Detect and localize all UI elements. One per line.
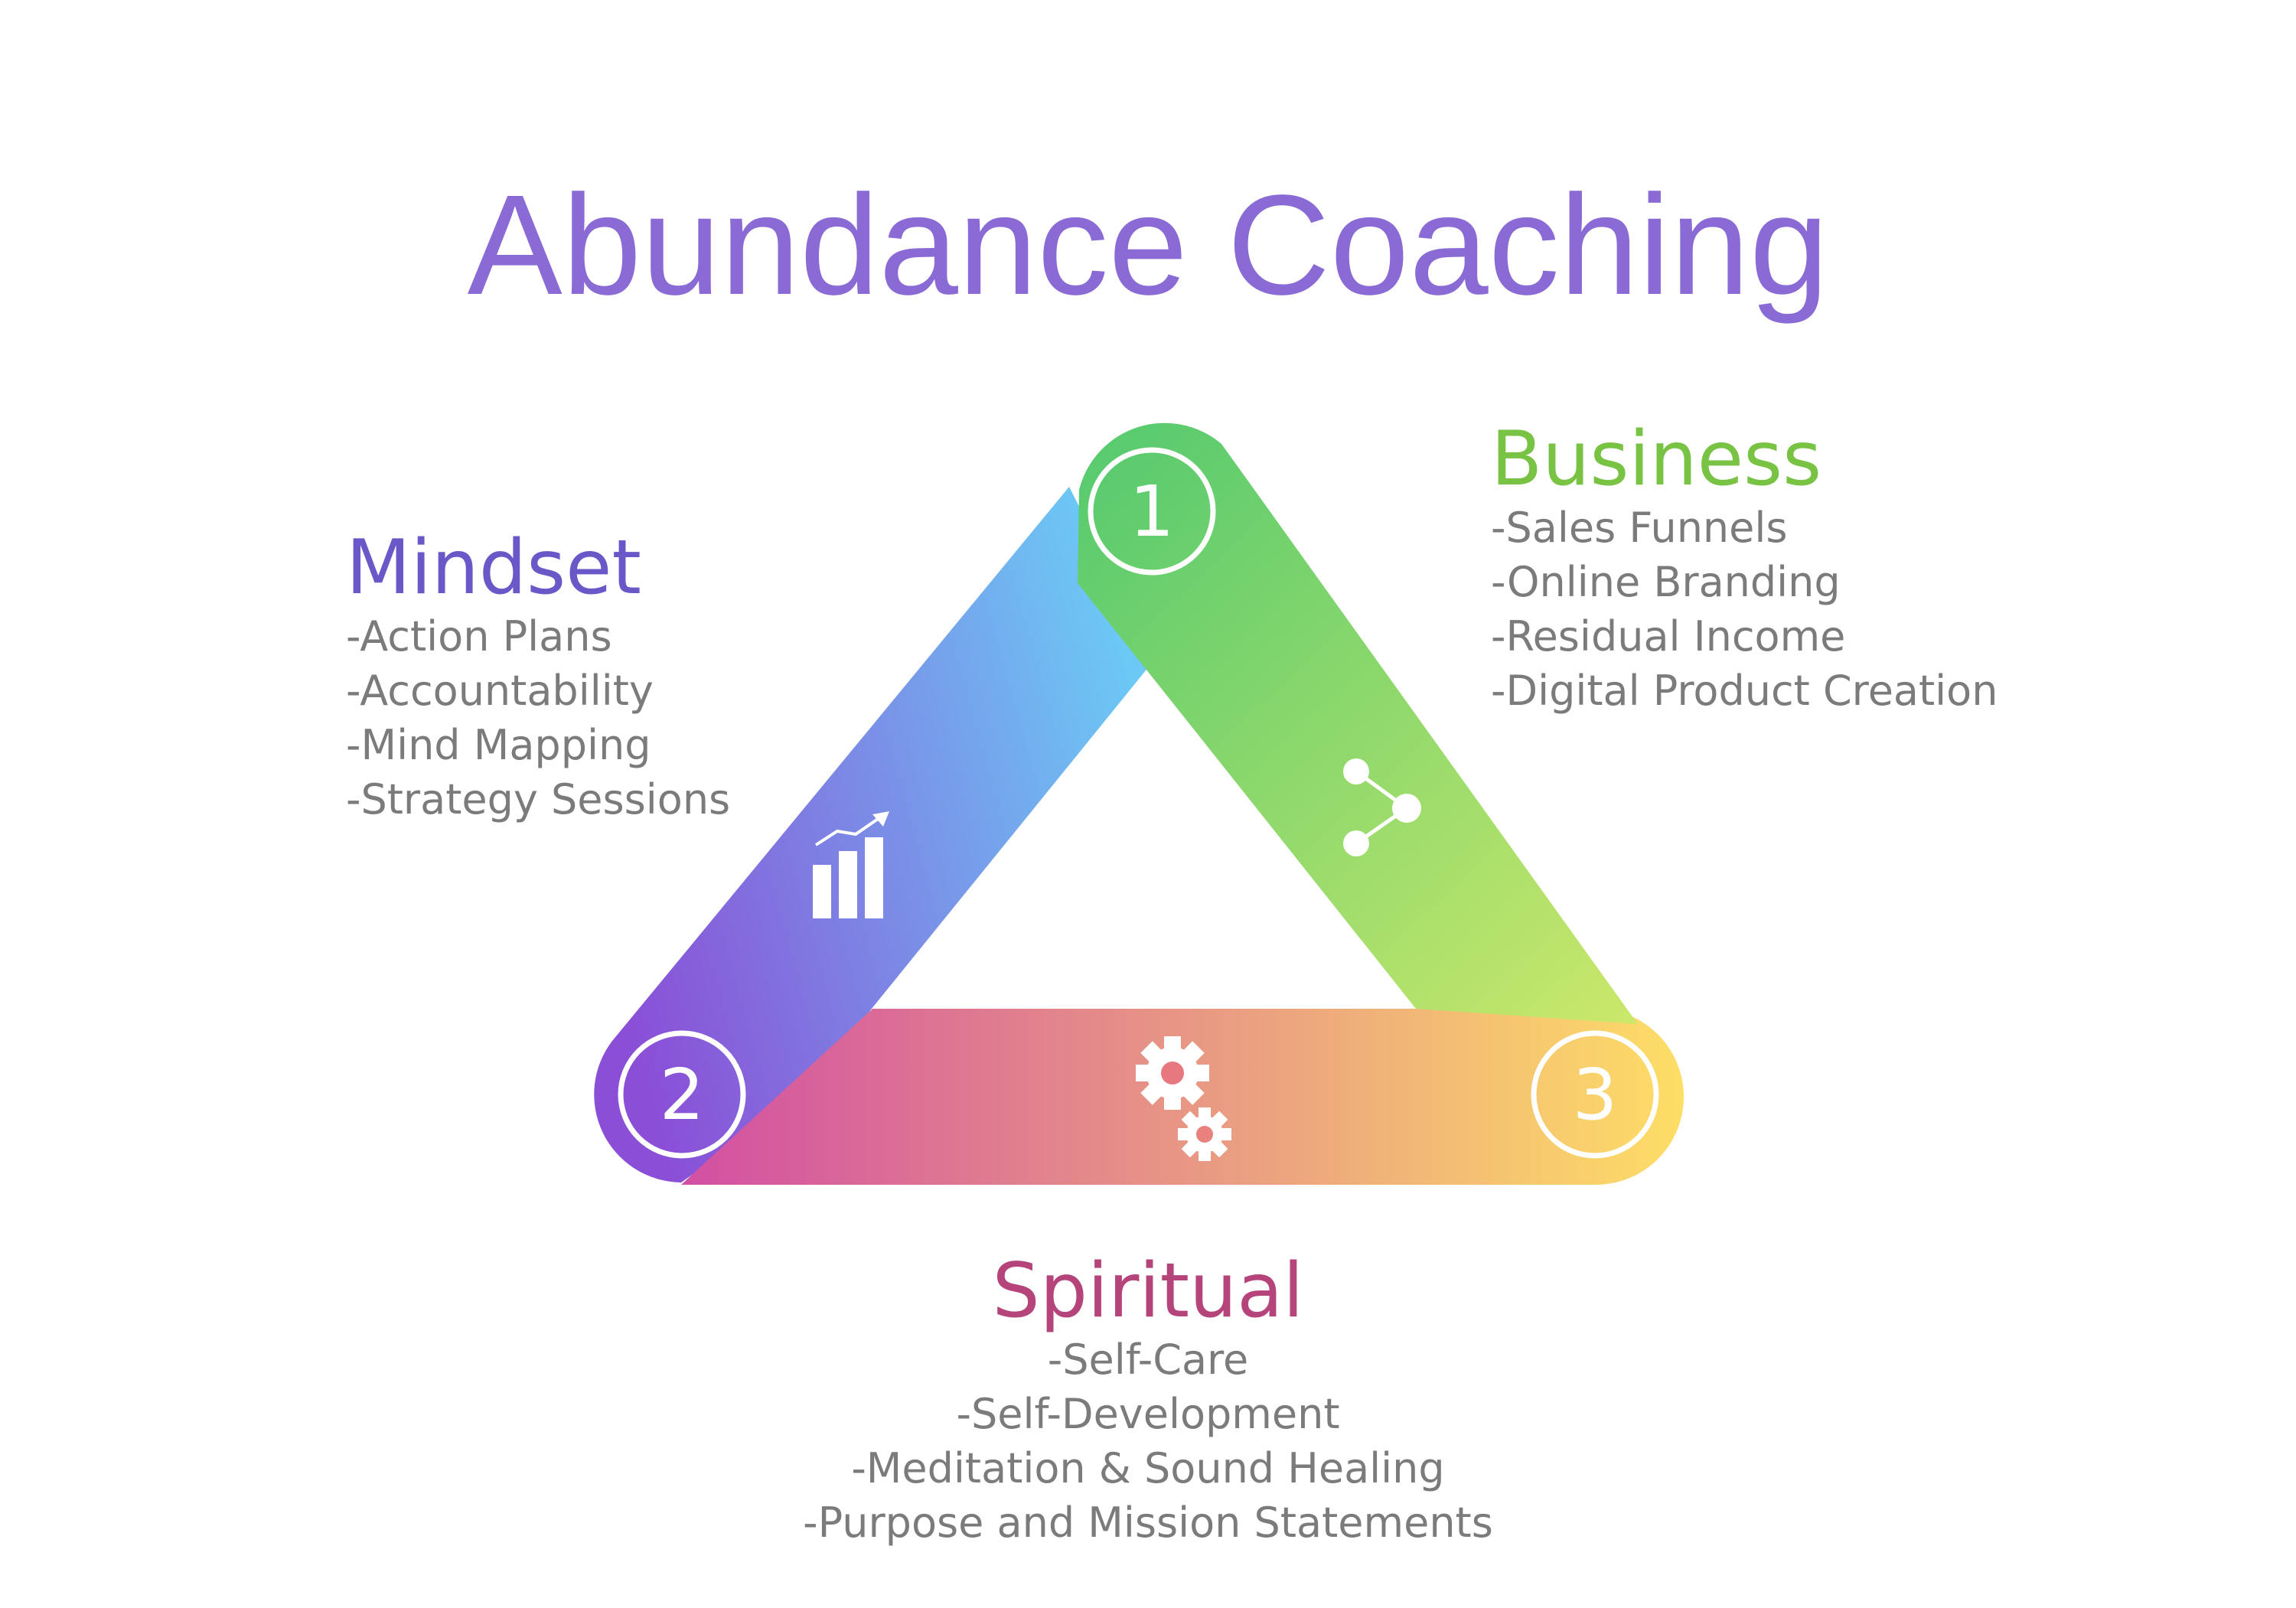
business-band <box>1078 422 1638 1024</box>
list-item: -Meditation & Sound Healing <box>851 1443 1445 1492</box>
list-item: -Sales Funnels <box>1491 503 1788 552</box>
list-item: -Online Branding <box>1491 557 1841 606</box>
node-3-number: 3 <box>1573 1054 1618 1136</box>
node-1-number: 1 <box>1130 471 1175 553</box>
node-1-ring <box>1088 447 1216 576</box>
node-3: 3 <box>1531 1030 1659 1159</box>
list-item: -Strategy Sessions <box>346 775 731 824</box>
page-title: Abundance Coaching <box>467 166 1829 325</box>
node-3-ring <box>1531 1030 1659 1159</box>
list-item: -Mind Mapping <box>346 720 651 769</box>
node-2: 2 <box>618 1030 746 1159</box>
mindset-items: -Action Plans -Accountability -Mind Mapp… <box>346 609 730 827</box>
mindset-band <box>594 487 1156 1182</box>
mindset-heading: Mindset <box>346 524 641 612</box>
business-section: Business -Sales Funnels -Online Branding… <box>1491 419 1998 718</box>
node-1: 1 <box>1088 447 1216 576</box>
list-item: -Purpose and Mission Statements <box>803 1498 1493 1547</box>
growth-chart-icon <box>813 811 889 918</box>
list-item: -Self-Development <box>956 1389 1340 1438</box>
list-item: -Residual Income <box>1491 612 1846 660</box>
spiritual-items: -Self-Care -Self-Development -Meditation… <box>0 1332 2296 1550</box>
node-2-number: 2 <box>660 1054 705 1136</box>
gear-small-icon <box>1178 1107 1231 1161</box>
list-item: -Accountability <box>346 666 654 715</box>
mindset-section: Mindset -Action Plans -Accountability -M… <box>346 524 730 827</box>
spiritual-heading: Spiritual <box>992 1248 1304 1335</box>
list-item: -Digital Product Creation <box>1491 666 1998 715</box>
business-heading: Business <box>1491 416 1822 503</box>
share-icon <box>1343 758 1421 856</box>
business-items: -Sales Funnels -Online Branding -Residua… <box>1491 501 1998 718</box>
list-item: -Action Plans <box>346 612 612 660</box>
node-2-ring <box>618 1030 746 1159</box>
gear-large-icon <box>1136 1036 1209 1110</box>
spiritual-section: Spiritual -Self-Care -Self-Development -… <box>0 1251 2296 1550</box>
list-item: -Self-Care <box>1047 1335 1249 1384</box>
